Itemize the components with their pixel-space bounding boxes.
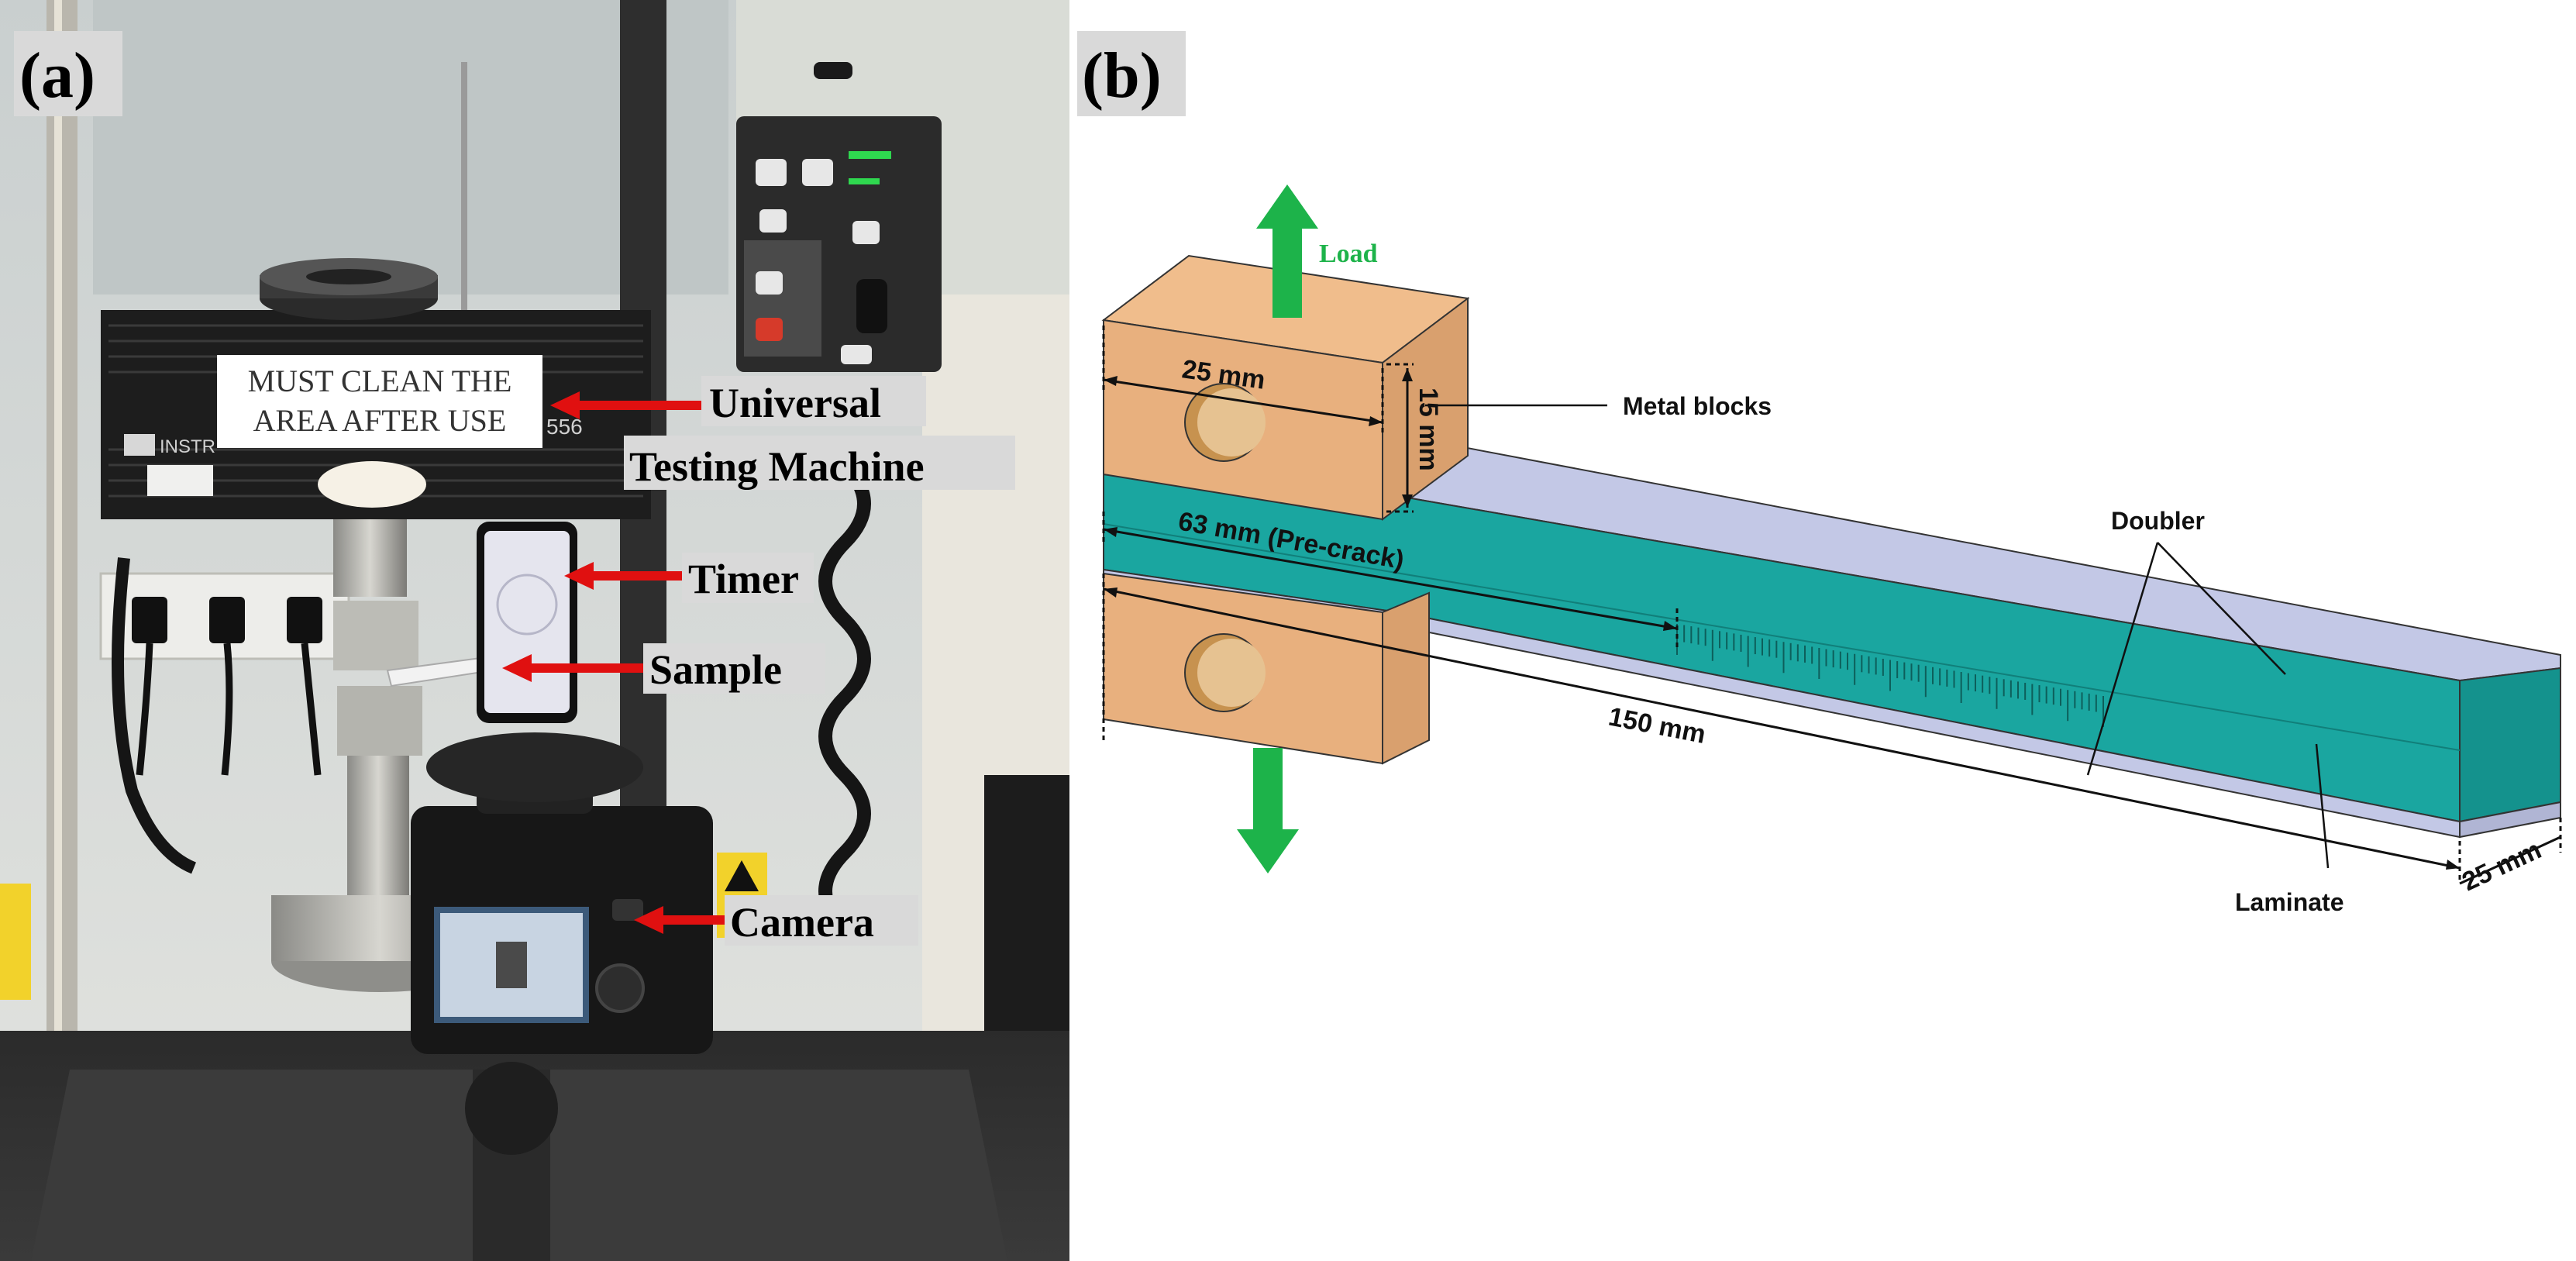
machine-model: 556 bbox=[546, 415, 583, 439]
sample-label: Sample bbox=[649, 646, 782, 693]
laminate-label: Laminate bbox=[2235, 888, 2344, 916]
camera-label: Camera bbox=[730, 899, 874, 946]
setup-photo: MUST CLEAN THE AREA AFTER USE INSTR 556 bbox=[0, 0, 1069, 1261]
utm-label-line2: Testing Machine bbox=[629, 443, 925, 490]
machine-brand: INSTR bbox=[160, 436, 215, 457]
dim-length: 150 mm bbox=[1606, 702, 1708, 749]
ruler-ticks bbox=[1676, 624, 2104, 727]
doubler-leader-1 bbox=[2157, 542, 2286, 675]
load-label: Load bbox=[1319, 239, 1378, 268]
doubler-leader-2 bbox=[2086, 542, 2159, 776]
callout-arrows bbox=[502, 391, 725, 934]
panel-a-label: (a) bbox=[19, 40, 95, 112]
instron-logo bbox=[124, 434, 155, 456]
sign-line-1: MUST CLEAN THE bbox=[248, 363, 512, 398]
laminate-leader bbox=[2315, 743, 2330, 869]
dim-width: 25 mm bbox=[2457, 835, 2546, 897]
panel-b-label: (b) bbox=[1082, 40, 1162, 112]
specimen-schematic: (b) Load bbox=[1077, 31, 2562, 916]
panel-a-photo: MUST CLEAN THE AREA AFTER USE INSTR 556 bbox=[0, 0, 1069, 1261]
utm-label-line1: Universal bbox=[709, 380, 881, 426]
timer-label: Timer bbox=[688, 556, 799, 602]
dim-block-height: 15 mm bbox=[1414, 388, 1443, 471]
sign-line-2: AREA AFTER USE bbox=[253, 403, 507, 438]
load-arrow-up bbox=[1256, 184, 1318, 318]
metal-blocks-label: Metal blocks bbox=[1623, 392, 1772, 420]
load-arrow-down bbox=[1237, 748, 1299, 873]
panel-b-schematic: (b) Load bbox=[1073, 0, 2576, 1261]
doubler-label: Doubler bbox=[2111, 507, 2205, 535]
